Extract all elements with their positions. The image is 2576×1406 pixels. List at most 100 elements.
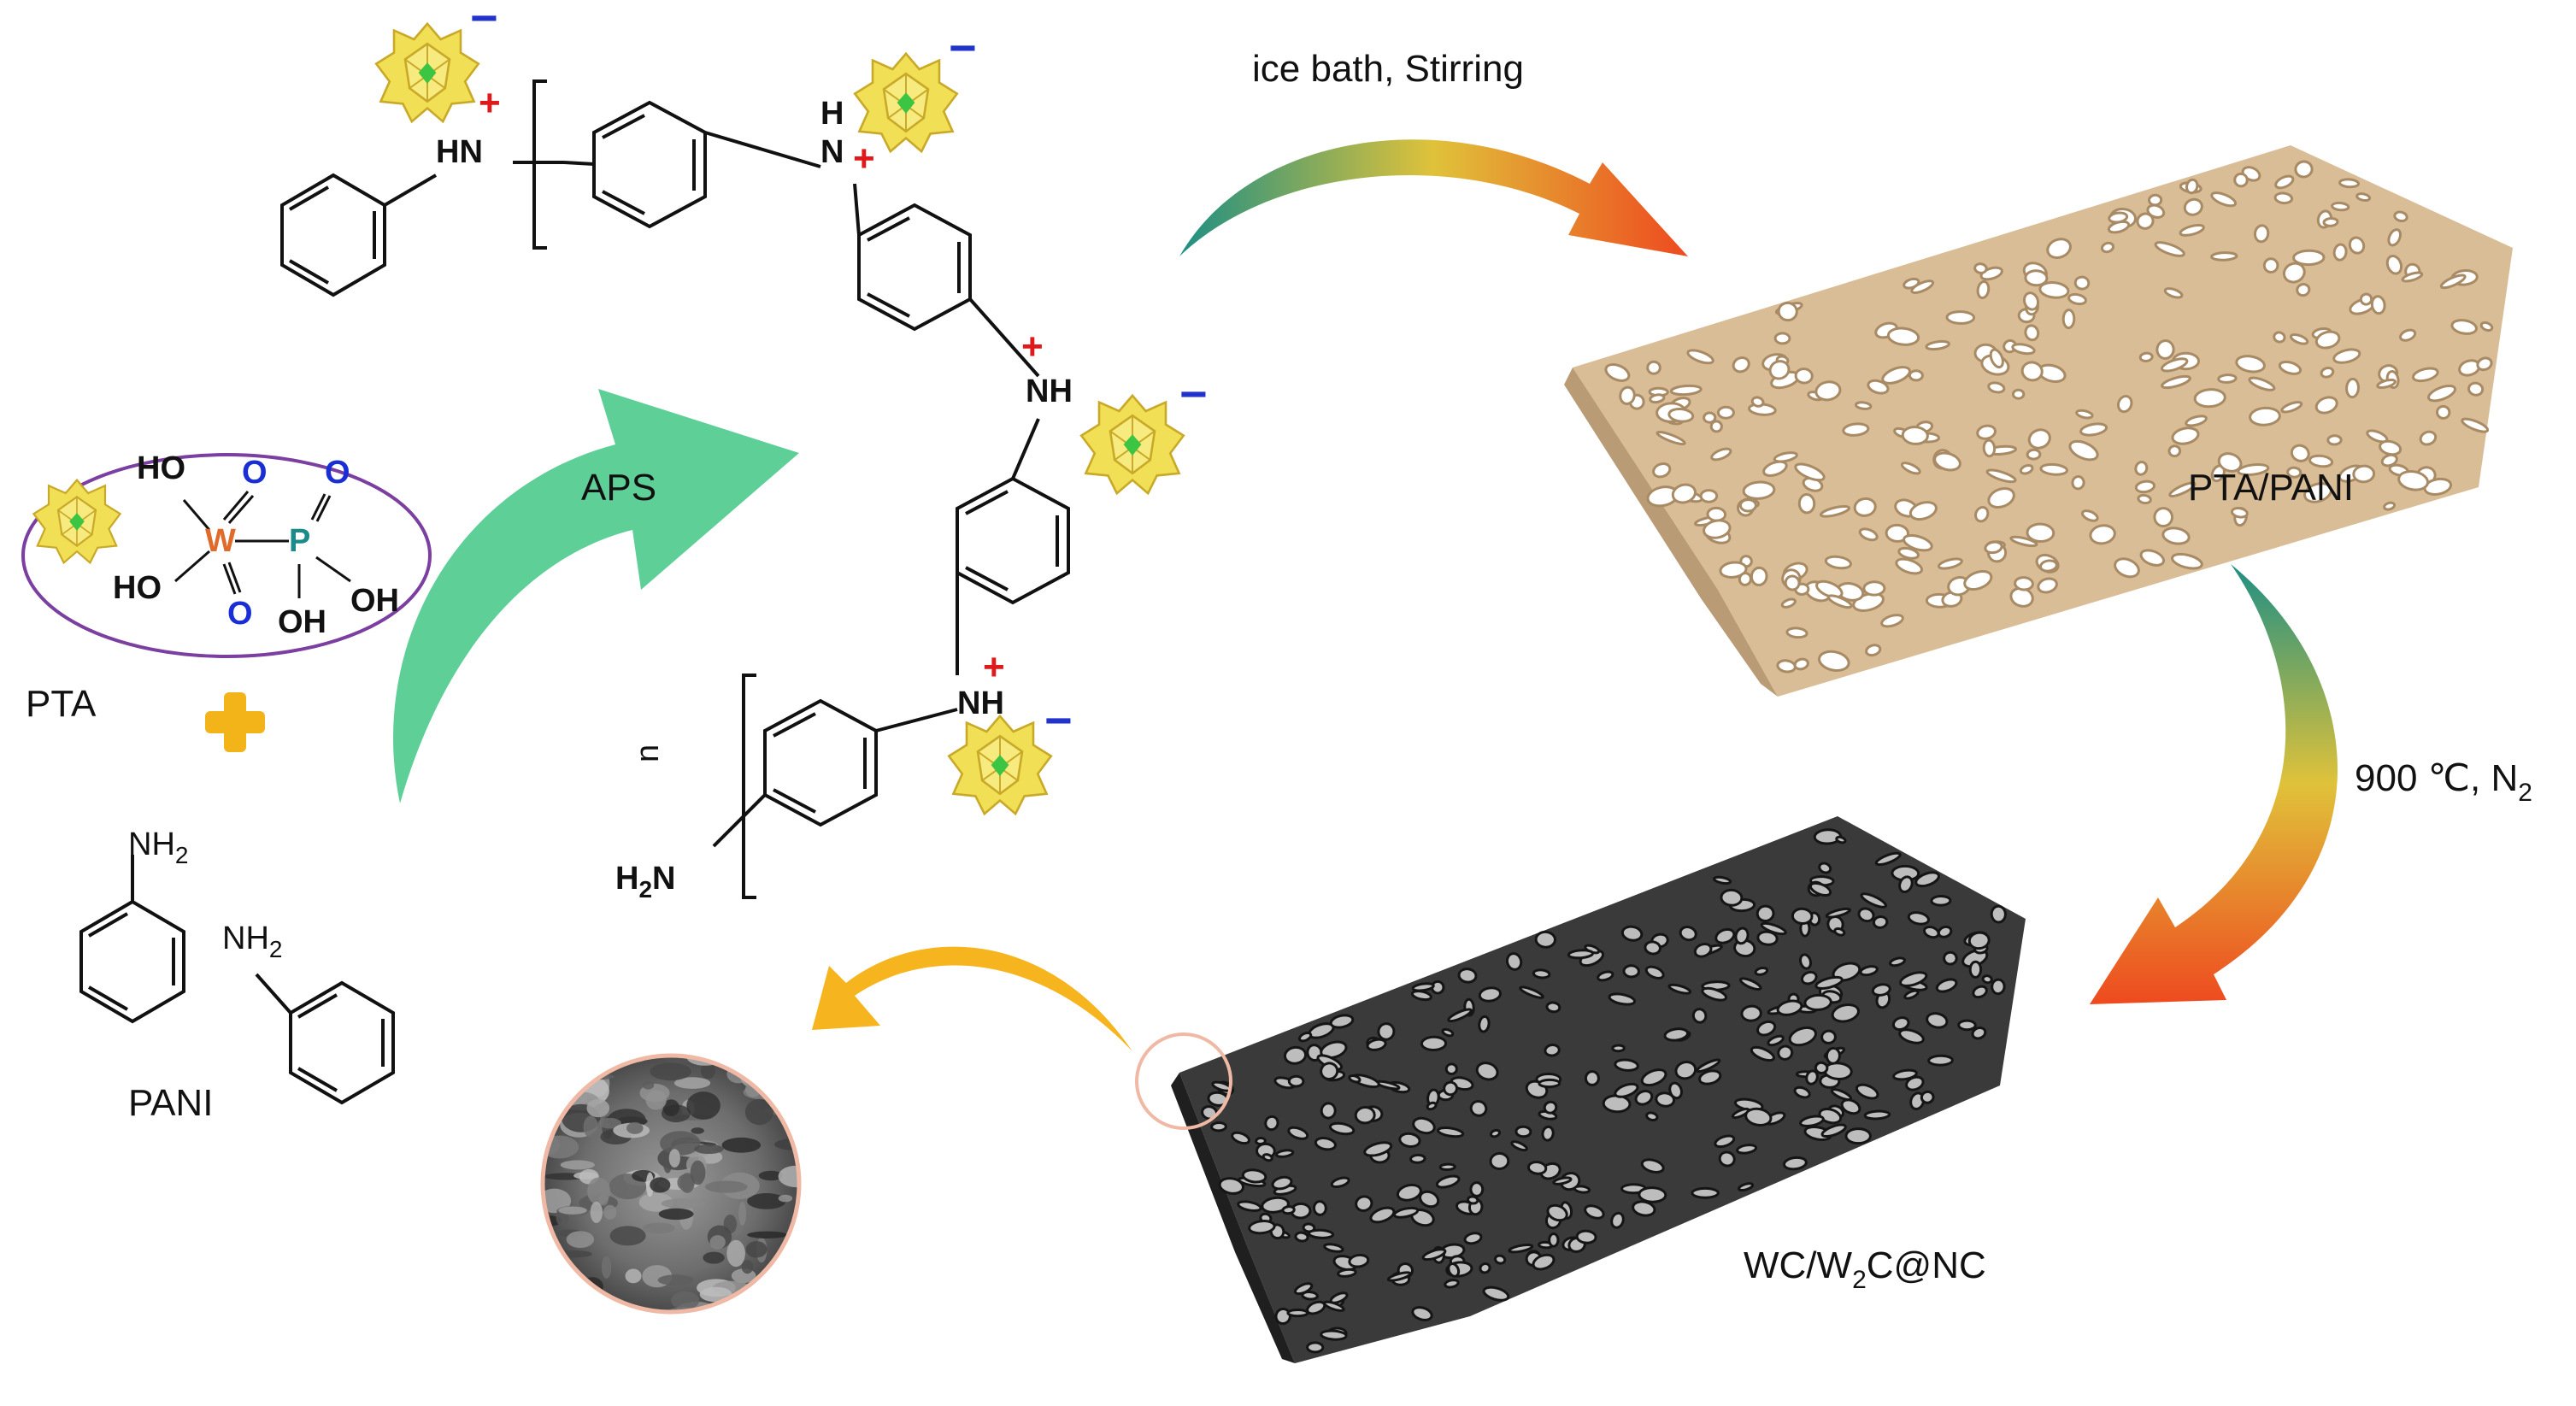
- pore: [1320, 1102, 1337, 1120]
- pore: [1777, 1044, 1794, 1061]
- pta-tungsten: W: [205, 523, 236, 559]
- pore: [2073, 275, 2091, 291]
- polymer-chain: [280, 79, 1070, 899]
- sem-grain: [662, 1099, 679, 1116]
- pore: [1818, 650, 1850, 672]
- pore: [1842, 422, 1870, 437]
- pore: [1447, 1262, 1461, 1278]
- pta-oh-bottom: OH: [278, 604, 326, 640]
- pore: [1734, 927, 1750, 945]
- pore: [1926, 1012, 1949, 1029]
- pore: [1991, 978, 2006, 996]
- pore: [2294, 160, 2314, 179]
- pore: [1712, 875, 1732, 885]
- chain-charge-plus-4: +: [983, 646, 1005, 688]
- pore: [1785, 627, 1808, 639]
- pore: [1826, 594, 1853, 609]
- pore: [2262, 257, 2279, 274]
- pore: [1901, 426, 1929, 445]
- pore: [1794, 368, 1814, 385]
- sem-grain: [788, 1062, 797, 1092]
- pore: [2217, 452, 2243, 473]
- pore: [1638, 1186, 1667, 1203]
- pore: [1457, 968, 1478, 984]
- pore: [1777, 301, 1798, 322]
- pore: [1396, 1183, 1422, 1202]
- pore: [1469, 1100, 1488, 1117]
- pore: [1479, 1262, 1491, 1274]
- pore: [1738, 498, 1757, 513]
- pore: [1895, 557, 1924, 575]
- pore: [1830, 1088, 1853, 1102]
- pore: [1756, 930, 1779, 946]
- pore: [1436, 1127, 1465, 1138]
- pore: [2020, 361, 2044, 382]
- pore: [1652, 462, 1672, 479]
- pore: [2476, 356, 2493, 372]
- sem-grain: [747, 1193, 786, 1209]
- pore: [1679, 926, 1697, 942]
- pore: [2154, 241, 2185, 257]
- pore: [2426, 385, 2457, 403]
- sem-grain: [658, 1208, 694, 1221]
- pore: [2230, 507, 2249, 519]
- pore: [1354, 1105, 1376, 1125]
- sem-grain: [638, 1192, 673, 1212]
- pore: [1281, 1205, 1296, 1215]
- pore: [1706, 506, 1727, 522]
- pore: [1854, 401, 1873, 410]
- pore: [1967, 931, 1991, 950]
- pore: [1718, 1150, 1736, 1168]
- pore: [1552, 1176, 1573, 1185]
- pore: [2332, 348, 2361, 364]
- chain-index-n: n: [630, 744, 666, 762]
- pore: [1435, 1174, 1461, 1189]
- pore: [1519, 985, 1544, 999]
- sem-grain: [758, 1059, 791, 1068]
- sem-grain: [556, 1073, 591, 1087]
- pore: [1903, 533, 1933, 552]
- pore: [1750, 566, 1768, 586]
- pore: [2161, 357, 2189, 373]
- pore: [1736, 1144, 1758, 1155]
- sem-grain: [560, 1160, 595, 1170]
- pore: [1543, 1100, 1558, 1115]
- pore: [1644, 965, 1665, 979]
- pore: [1306, 1341, 1325, 1354]
- pore: [1409, 1153, 1426, 1164]
- sem-grain: [583, 1115, 598, 1138]
- aniline-2-nh2: NH2: [222, 921, 282, 962]
- pore: [2161, 527, 2191, 545]
- pore: [1732, 356, 1750, 374]
- pore: [1990, 904, 2007, 924]
- sem-grain: [657, 1274, 694, 1286]
- sem-grain: [544, 1056, 581, 1068]
- pore: [1386, 1271, 1412, 1282]
- pore: [1976, 424, 1997, 440]
- pore: [1241, 1168, 1267, 1184]
- sem-grain: [642, 1080, 655, 1090]
- pore: [1538, 1078, 1561, 1089]
- pore: [1920, 1090, 1935, 1104]
- pore: [1287, 1126, 1309, 1140]
- chain-charge-plus-2: +: [853, 138, 875, 179]
- pore: [2046, 238, 2072, 259]
- pore: [2332, 243, 2348, 262]
- pore: [2237, 463, 2270, 476]
- pore: [1264, 1115, 1279, 1132]
- pore: [2134, 479, 2156, 494]
- pore: [1858, 527, 1879, 542]
- sem-grain: [559, 1272, 579, 1289]
- pore: [1825, 1046, 1841, 1065]
- pore: [1844, 1127, 1872, 1145]
- pore: [1686, 349, 1714, 365]
- pta-ho-bottom: HO: [113, 570, 162, 606]
- pore: [1634, 1090, 1654, 1106]
- pore: [2308, 454, 2334, 468]
- pore: [2037, 577, 2058, 594]
- pore: [1982, 438, 1997, 458]
- pore: [1925, 339, 1950, 351]
- pore: [1645, 1111, 1659, 1121]
- sem-grain: [549, 1067, 579, 1096]
- chain-nh-2: NH: [1026, 374, 1073, 409]
